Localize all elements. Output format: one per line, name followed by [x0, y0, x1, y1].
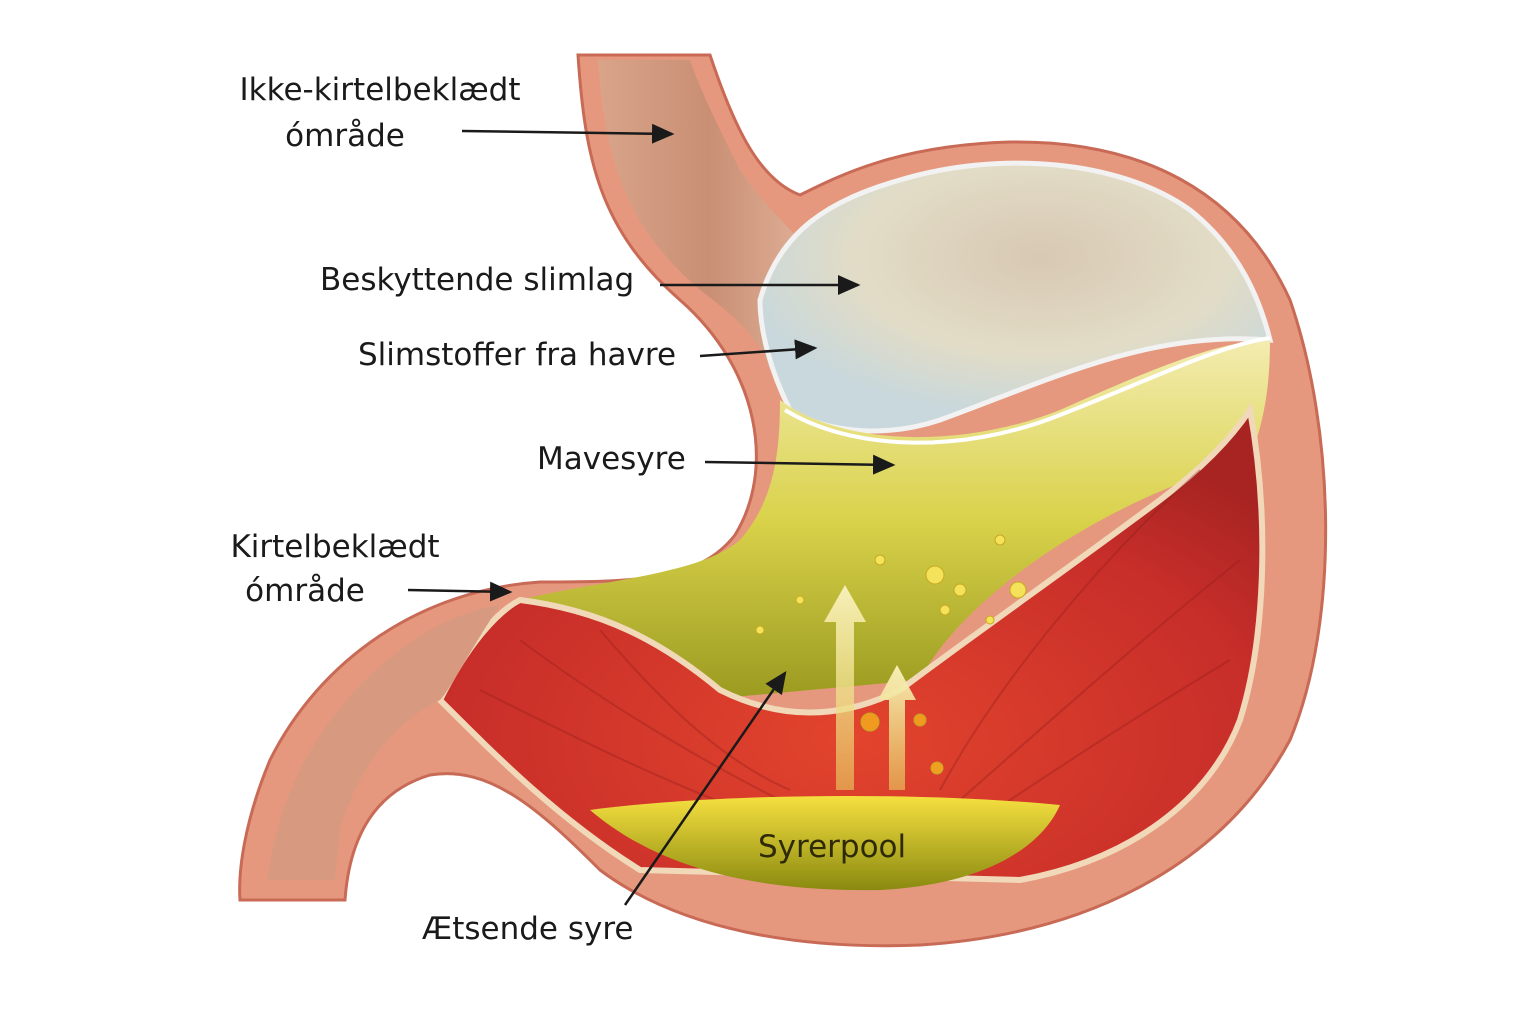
label-non-glandular-line2: ómråde — [285, 118, 405, 154]
arrow-non-glandular — [461, 123, 675, 144]
label-non-glandular: Ikke-kirtelbeklædt ómråde — [230, 72, 530, 154]
label-stomach-acid: Mavesyre — [537, 441, 686, 477]
acid-bubbles — [755, 534, 1027, 775]
label-corrosive-acid: Ætsende syre — [422, 911, 634, 947]
label-protective-mucus: Beskyttende slimlag — [320, 262, 635, 298]
label-glandular-line2: ómråde — [245, 573, 365, 609]
arrow-oat-mucilage — [699, 339, 818, 360]
mucus-membrane-line — [783, 336, 1271, 445]
label-glandular-line1: Kirtelbeklædt — [230, 529, 440, 565]
acid-rise-arrow-small — [878, 665, 916, 790]
label-acid-pool: Syrerpool — [758, 829, 907, 865]
arrow-glandular — [407, 581, 513, 602]
label-oat-mucilage: Slimstoffer fra havre — [358, 337, 677, 373]
label-glandular: Kirtelbeklædt ómråde — [215, 529, 455, 609]
glandular-mucosa — [436, 402, 1266, 884]
acid-rise-arrow-large — [824, 585, 866, 790]
acid-pool — [590, 795, 1060, 891]
acid-zone — [520, 340, 1270, 700]
arrow-corrosive-acid — [623, 670, 787, 906]
label-non-glandular-line1: Ikke-kirtelbeklædt — [239, 72, 521, 108]
duodenum-lumen — [268, 605, 500, 880]
arrow-stomach-acid — [704, 454, 896, 475]
